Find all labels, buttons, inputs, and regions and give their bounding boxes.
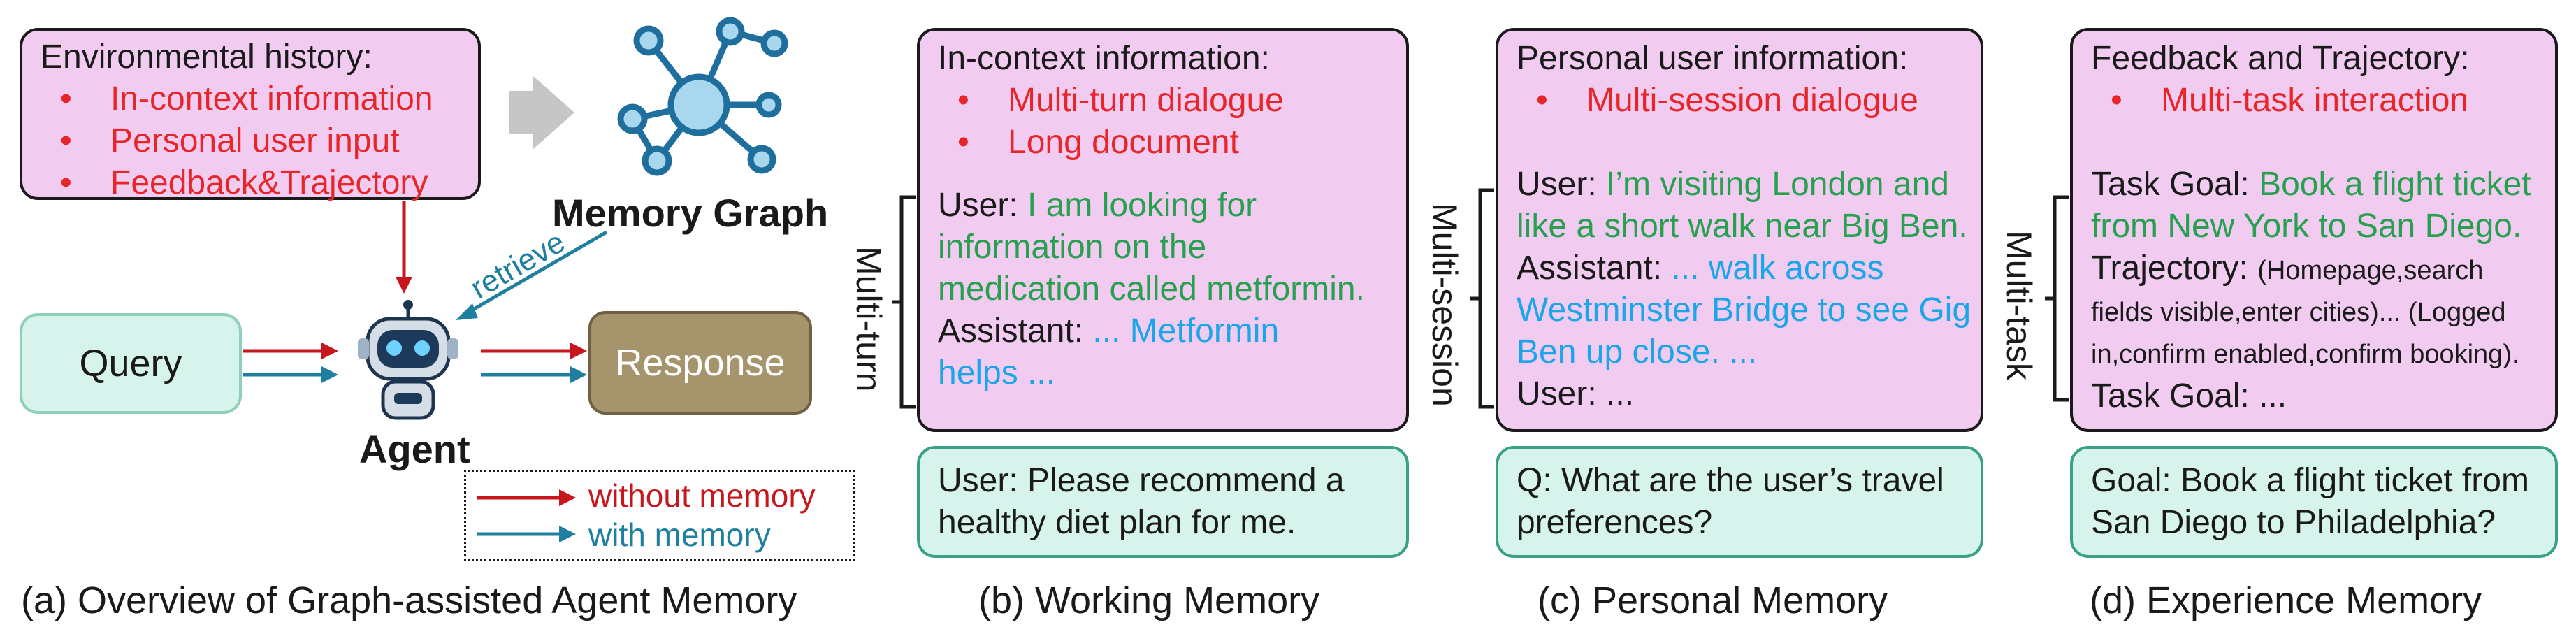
side-label-multi-turn: Multi-turn bbox=[849, 246, 888, 392]
caption-b: (b) Working Memory bbox=[978, 579, 1320, 621]
legend-box bbox=[464, 470, 855, 561]
response-box: Response bbox=[588, 311, 812, 415]
working-query-box: User: Please recommend a healthy diet pl… bbox=[917, 446, 1409, 558]
goal-line: Task Goal: ... bbox=[2091, 377, 2287, 415]
item: Multi-task interaction bbox=[2091, 80, 2555, 122]
item: Multi-session dialogue bbox=[1517, 80, 1981, 122]
personal-query-box: Q: What are the user’s travel preference… bbox=[1496, 446, 1983, 558]
dialogue-line: Assistant: ... walk across bbox=[1517, 250, 1884, 287]
agent-label: Agent bbox=[359, 427, 470, 471]
goal-line: Task Goal: Book a flight ticket bbox=[2091, 166, 2531, 203]
query-line: Goal: Book a flight ticket from bbox=[2091, 462, 2529, 499]
query-line: preferences? bbox=[1517, 504, 1713, 541]
env-item: Feedback&Trajectory bbox=[41, 162, 478, 204]
query-box: Query bbox=[20, 313, 242, 414]
title: Personal user information: bbox=[1517, 40, 1909, 77]
env-history-title: Environmental history: bbox=[41, 38, 372, 75]
query-label: Query bbox=[79, 343, 182, 384]
goal-line: from New York to San Diego. bbox=[2091, 208, 2522, 245]
title: In-context information: bbox=[938, 40, 1270, 77]
experience-memory-box: Feedback and Trajectory: Multi-task inte… bbox=[2070, 28, 2558, 432]
dialogue-line: Assistant: ... Metformin bbox=[938, 312, 1280, 350]
trajectory-line: in,confirm enabled,confirm booking). bbox=[2091, 340, 2519, 369]
env-item: In-context information bbox=[41, 78, 478, 120]
title: Feedback and Trajectory: bbox=[2091, 40, 2470, 77]
dialogue-line: User: I am looking for bbox=[938, 187, 1257, 224]
side-label-multi-session: Multi-session bbox=[1425, 203, 1464, 407]
dialogue-line: User: I’m visiting London and bbox=[1517, 166, 1949, 203]
gray-forward-arrow-icon bbox=[509, 75, 574, 150]
memory-graph-label: Memory Graph bbox=[552, 191, 829, 235]
dialogue-line: User: ... bbox=[1517, 375, 1635, 412]
legend-with: with memory bbox=[588, 517, 771, 553]
dialogue-line: like a short walk near Big Ben. bbox=[1517, 208, 1968, 245]
robot-agent-icon bbox=[358, 300, 458, 420]
experience-query-box: Goal: Book a flight ticket from San Dieg… bbox=[2070, 446, 2558, 558]
query-line: Q: What are the user’s travel bbox=[1517, 462, 1944, 499]
side-label-multi-task: Multi-task bbox=[1999, 231, 2039, 380]
item: Long document bbox=[938, 122, 1406, 164]
env-history-box: Environmental history: In-context inform… bbox=[20, 28, 481, 204]
dialogue-line: Ben up close. ... bbox=[1517, 333, 1758, 370]
dialogue-line: helps ... bbox=[938, 354, 1056, 391]
dialogue-line: Westminster Bridge to see Gig bbox=[1517, 291, 1971, 329]
legend-without: without memory bbox=[588, 477, 816, 514]
query-line: healthy diet plan for me. bbox=[938, 504, 1296, 541]
personal-memory-box: Personal user information: Multi-session… bbox=[1496, 28, 1983, 432]
query-line: San Diego to Philadelphia? bbox=[2091, 504, 2496, 541]
item: Multi-turn dialogue bbox=[938, 80, 1406, 122]
response-label: Response bbox=[615, 342, 786, 384]
env-item: Personal user input bbox=[41, 120, 478, 162]
caption-c: (c) Personal Memory bbox=[1537, 579, 1888, 621]
caption-d: (d) Experience Memory bbox=[2090, 579, 2482, 621]
query-line: User: Please recommend a bbox=[938, 462, 1345, 499]
caption-a: (a) Overview of Graph-assisted Agent Mem… bbox=[21, 579, 797, 621]
trajectory-line: fields visible,enter cities)... (Logged bbox=[2091, 298, 2506, 327]
dialogue-line: medication called metformin. bbox=[938, 271, 1365, 308]
dialogue-line: information on the bbox=[938, 229, 1207, 266]
working-memory-box: In-context information: Multi-turn dialo… bbox=[917, 28, 1409, 432]
trajectory-line: Trajectory: (Homepage,search bbox=[2091, 250, 2484, 287]
memory-graph-icon bbox=[617, 17, 788, 176]
